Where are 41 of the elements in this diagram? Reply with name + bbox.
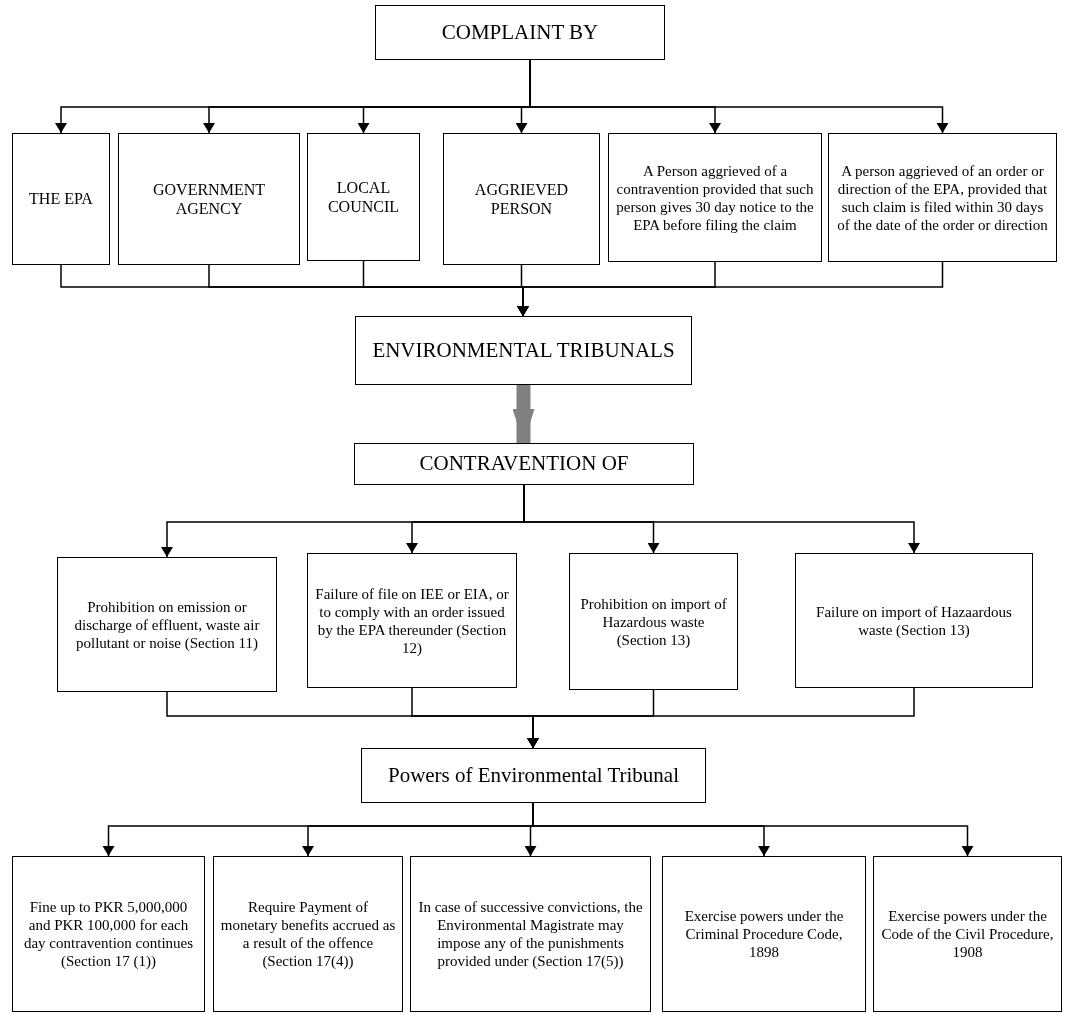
process-box (795, 553, 1033, 688)
box-label: Exercise powers under the Code of the Civil Procedure, 1908 (880, 907, 1055, 961)
box-label: Prohibition on import of Hazardous waste (Section 13) (579, 594, 728, 649)
heading-box (354, 443, 694, 485)
process-box (608, 133, 822, 262)
box-label: AGGRIEVED PERSON (473, 179, 570, 219)
box-label: Exercise powers under the Criminal Procedure Code, 1898 (683, 907, 845, 961)
heading-box (375, 5, 665, 60)
box-label: Prohibition on emission or discharge of effluent, waste air pollutant or noise (Section 11) (73, 597, 261, 652)
process-box (307, 553, 517, 688)
box-label: LOCAL COUNCIL (326, 177, 401, 217)
process-box (12, 133, 110, 265)
process-box (828, 133, 1057, 262)
heading-box (355, 316, 692, 385)
box-label: Require Payment of monetary benefits accrued as a result of the offence (Section 17(4)) (220, 898, 396, 970)
box-label: THE EPA (29, 189, 93, 209)
box-label: Failure on import of Hazaardous waste (Section 13) (815, 602, 1013, 639)
process-box (57, 557, 277, 692)
box-label: GOVERNMENT AGENCY (152, 179, 266, 219)
process-box (410, 856, 651, 1012)
arrow (517, 261, 944, 317)
box-label: A person aggrieved of an order or direction of the EPA, provided that such claim is filed within 30 days of the date of the order or direction (836, 161, 1049, 234)
process-box (307, 133, 420, 261)
process-box (569, 553, 738, 690)
box-label: A Person aggrieved of a contravention provided that such person gives 30 day notice to the EPA before filing the claim (615, 161, 815, 234)
block-arrow (512, 385, 535, 443)
box-label: Fine up to PKR 5,000,000 and PKR 100,000 for each day contravention continues (Section 17 (1)) (22, 898, 195, 970)
box-label: In case of successive convictions, the Environmental Magistrate may impose any of the punishments provided under (Section 17(5)) (417, 898, 644, 970)
heading-box (361, 748, 706, 803)
arrow (527, 687, 915, 749)
box-label: Failure of file on IEE or EIA, or to comply with an order issued by the EPA thereunder (Section 12) (314, 584, 510, 657)
process-box (12, 856, 205, 1012)
box-label: Powers of Environmental Tribunal (387, 762, 680, 789)
box-label: COMPLAINT BY (441, 19, 599, 46)
process-box (213, 856, 403, 1012)
process-box (873, 856, 1062, 1012)
process-box (118, 133, 300, 265)
box-label: ENVIRONMENTAL TRIBUNALS (372, 337, 675, 364)
process-box (662, 856, 866, 1012)
box-label: CONTRAVENTION OF (419, 451, 629, 477)
process-box (443, 133, 600, 265)
